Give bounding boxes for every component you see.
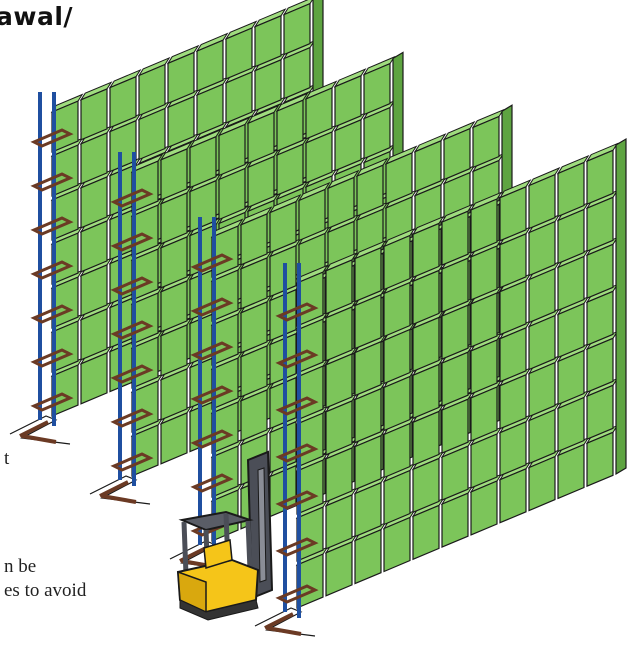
section-heading-fragment: awal/ — [0, 2, 73, 31]
forklift-mast-inner — [258, 468, 266, 582]
forklift-roof — [182, 512, 250, 530]
rack-block-side — [616, 139, 626, 474]
rack-blocks — [10, 0, 626, 636]
